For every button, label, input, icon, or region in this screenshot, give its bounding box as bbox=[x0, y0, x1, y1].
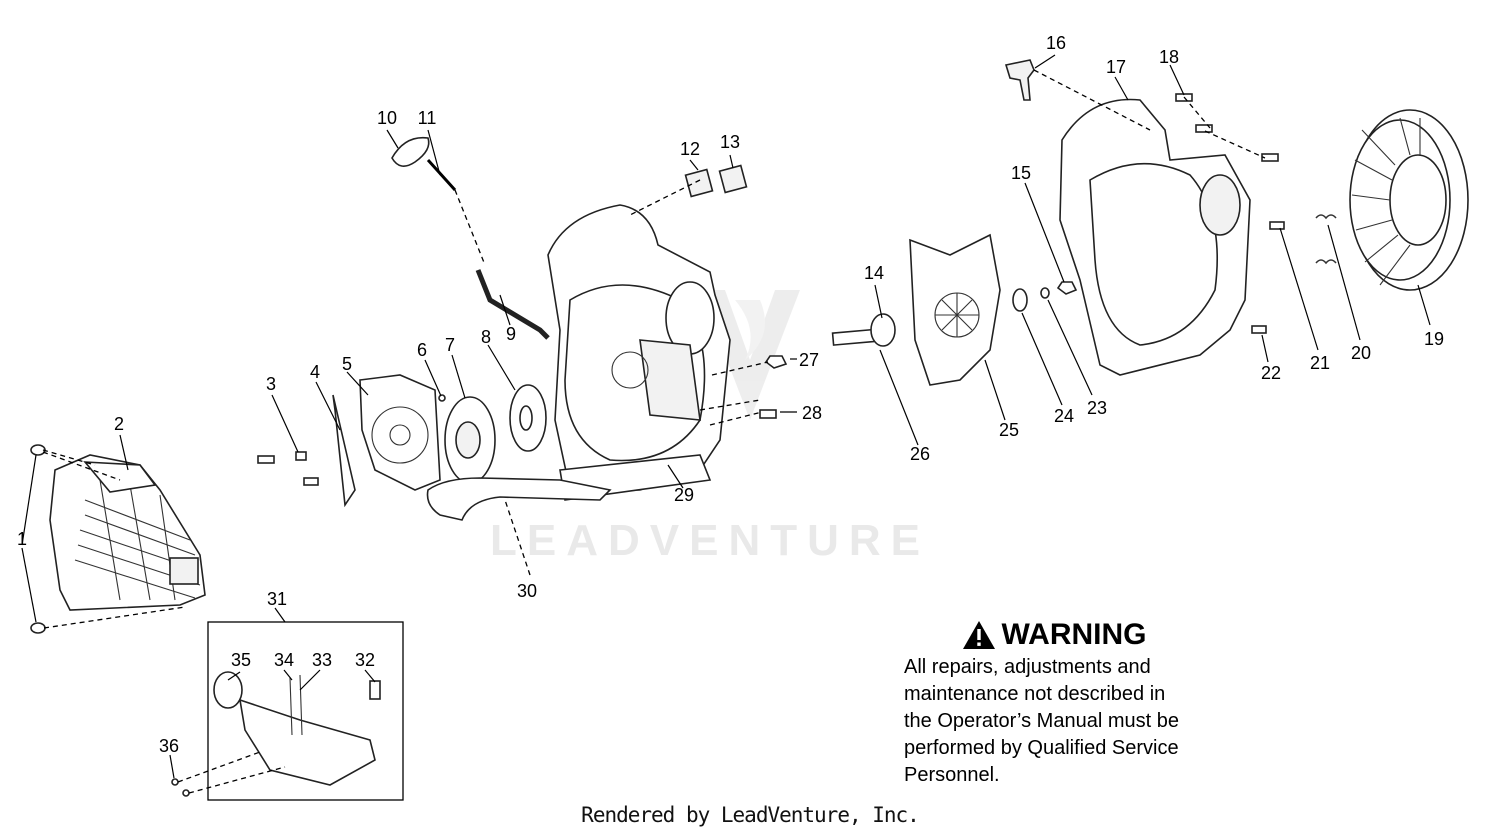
warning-body-text: All repairs, adjustments and maintenance… bbox=[904, 656, 1179, 786]
callout-36: 36 bbox=[159, 736, 179, 756]
footer-credit: Rendered by LeadVenture, Inc. bbox=[581, 803, 920, 827]
callout-18: 18 bbox=[1159, 47, 1179, 67]
callout-2: 2 bbox=[114, 414, 124, 434]
callout-15: 15 bbox=[1011, 163, 1031, 183]
part-screws-18 bbox=[1175, 93, 1279, 162]
part-blower-cover-17 bbox=[1059, 98, 1251, 376]
part-screws-3 bbox=[257, 451, 319, 486]
callout-23: 23 bbox=[1087, 398, 1107, 418]
part-washer-24 bbox=[1012, 288, 1028, 312]
part-screw-6 bbox=[438, 394, 446, 402]
part-12 bbox=[684, 168, 714, 198]
part-spacer-14 bbox=[870, 313, 896, 347]
callout-28: 28 bbox=[802, 403, 822, 423]
callout-29: 29 bbox=[674, 485, 694, 505]
callout-33: 33 bbox=[312, 650, 332, 670]
callout-20: 20 bbox=[1351, 343, 1371, 363]
callout-11: 11 bbox=[418, 108, 437, 128]
callout-32: 32 bbox=[355, 650, 375, 670]
callout-22: 22 bbox=[1261, 363, 1281, 383]
warning-heading: WARNING bbox=[904, 618, 1204, 652]
callout-6: 6 bbox=[417, 340, 427, 360]
callout-labels: 1 2 3 4 5 6 7 8 9 10 11 12 13 14 15 16 1… bbox=[17, 33, 1444, 756]
callout-13: 13 bbox=[720, 132, 740, 152]
part-gasket-4 bbox=[332, 394, 356, 508]
callout-16: 16 bbox=[1046, 33, 1066, 53]
callout-26: 26 bbox=[910, 444, 930, 464]
part-screw-1a bbox=[30, 444, 46, 456]
callout-30: 30 bbox=[517, 581, 537, 601]
leader-lines bbox=[21, 54, 1431, 794]
callout-27: 27 bbox=[799, 350, 819, 370]
callout-21: 21 bbox=[1310, 353, 1330, 373]
callout-1: 1 bbox=[17, 529, 27, 549]
callout-7: 7 bbox=[445, 335, 455, 355]
part-impeller-25 bbox=[909, 233, 1001, 386]
part-springs-20 bbox=[1315, 214, 1337, 265]
part-screw-36a bbox=[171, 778, 179, 786]
callout-12: 12 bbox=[680, 139, 700, 159]
part-pulley-7 bbox=[444, 396, 496, 484]
part-starter-handle-10 bbox=[391, 136, 457, 192]
callout-5: 5 bbox=[342, 354, 352, 374]
callout-3: 3 bbox=[266, 374, 276, 394]
callout-14: 14 bbox=[864, 263, 884, 283]
part-screw-22 bbox=[1251, 325, 1267, 334]
callout-25: 25 bbox=[999, 420, 1019, 440]
part-blower-housing-29 bbox=[547, 204, 731, 501]
watermark-text: LEADVENTURE bbox=[490, 516, 930, 565]
part-screw-28 bbox=[759, 409, 777, 419]
callout-34: 34 bbox=[274, 650, 294, 670]
callout-17: 17 bbox=[1106, 57, 1126, 77]
part-nut-27 bbox=[764, 355, 788, 369]
part-screw-36b bbox=[182, 789, 190, 797]
part-tube-9 bbox=[475, 269, 550, 340]
part-intake-screen-19 bbox=[1349, 109, 1469, 291]
inset-box-31 bbox=[207, 621, 404, 801]
part-starter-housing-5 bbox=[359, 374, 441, 491]
callout-9: 9 bbox=[506, 324, 516, 344]
part-13 bbox=[718, 164, 748, 194]
part-screw-1b bbox=[30, 622, 46, 634]
part-washer-8 bbox=[509, 384, 547, 452]
part-screw-21 bbox=[1269, 221, 1285, 230]
callout-31: 31 bbox=[267, 589, 287, 609]
callout-10: 10 bbox=[377, 108, 397, 128]
part-nut-15 bbox=[1056, 281, 1078, 295]
callout-8: 8 bbox=[481, 327, 491, 347]
warning-heading-text: WARNING bbox=[1001, 618, 1147, 651]
part-switch-16 bbox=[1004, 59, 1035, 101]
part-front-cover bbox=[49, 454, 206, 611]
warning-notice: WARNING All repairs, adjustments and mai… bbox=[904, 618, 1284, 789]
callout-4: 4 bbox=[310, 362, 320, 382]
warning-triangle-icon bbox=[962, 621, 995, 649]
callout-24: 24 bbox=[1054, 406, 1074, 426]
callout-35: 35 bbox=[231, 650, 251, 670]
part-nozzle-assembly bbox=[213, 671, 381, 786]
callout-19: 19 bbox=[1424, 329, 1444, 349]
part-handle-30 bbox=[426, 477, 612, 521]
part-washer-23 bbox=[1040, 287, 1050, 299]
